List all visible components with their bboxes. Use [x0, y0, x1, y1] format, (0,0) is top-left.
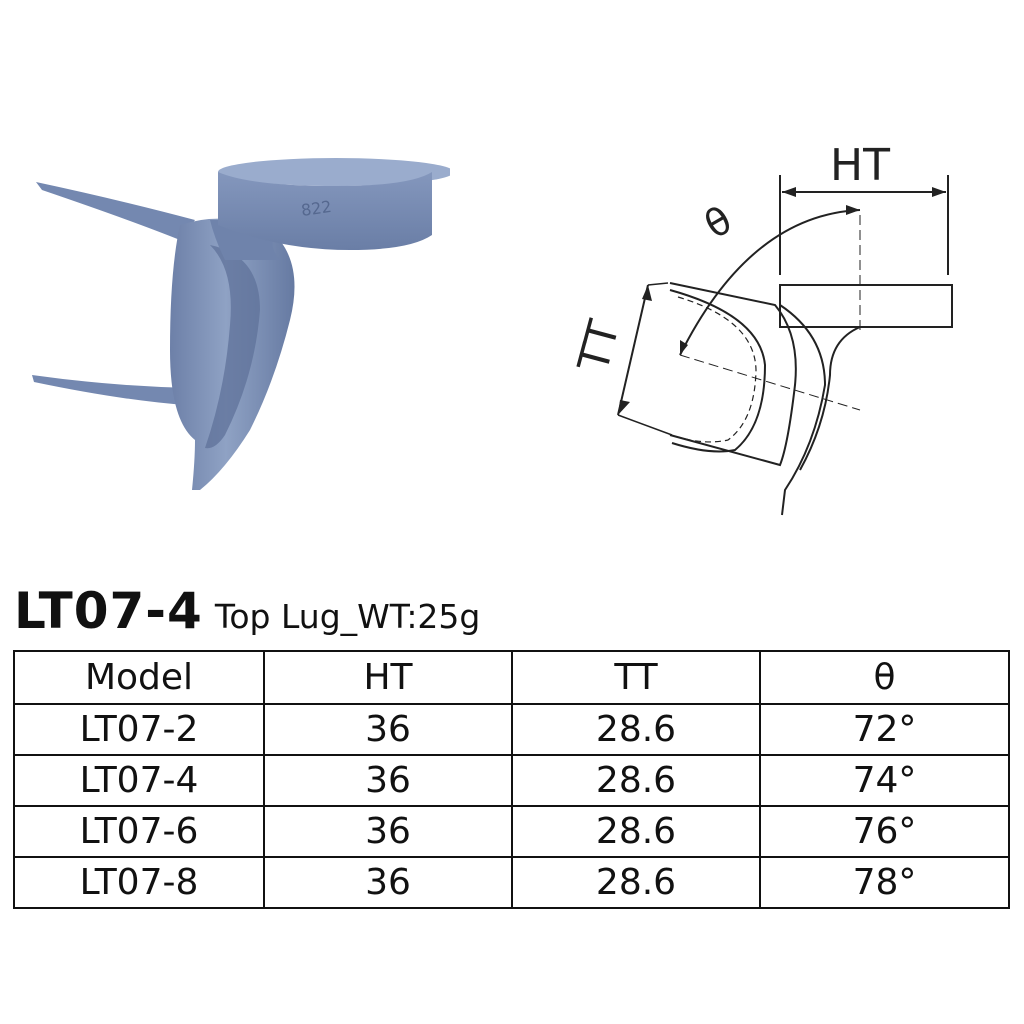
- cell-tt: 28.6: [511, 856, 761, 909]
- cell-ht: 36: [263, 856, 513, 909]
- table-row: LT07-2 36 28.6 72°: [13, 703, 1010, 756]
- table-row: LT07-6 36 28.6 76°: [13, 805, 1010, 858]
- header-theta: θ: [759, 650, 1010, 705]
- table-row: LT07-4 36 28.6 74°: [13, 754, 1010, 807]
- cell-tt: 28.6: [511, 703, 761, 756]
- cell-model: LT07-4: [13, 754, 265, 807]
- cell-theta: 78°: [759, 856, 1010, 909]
- technical-drawing: HT θ TT: [568, 140, 953, 516]
- neck-profile: [779, 285, 827, 516]
- cell-ht: 36: [263, 754, 513, 807]
- ring: [218, 172, 432, 250]
- table-row: LT07-8 36 28.6 78°: [13, 856, 1010, 909]
- ht-label: HT: [830, 140, 890, 191]
- lower-wing: [32, 375, 190, 405]
- model-code: LT07-4: [14, 582, 203, 640]
- tt-label: TT: [568, 315, 629, 378]
- saddle-inner: [669, 289, 767, 453]
- upper-wing: [36, 182, 195, 240]
- cell-theta: 76°: [759, 805, 1010, 858]
- theta-arc: [679, 209, 861, 356]
- table-header-row: Model HT TT θ: [13, 650, 1010, 705]
- cell-ht: 36: [263, 805, 513, 858]
- ring-top: [218, 158, 450, 186]
- tt-dimension-line: [617, 284, 649, 416]
- header-ht: HT: [263, 650, 513, 705]
- cell-theta: 72°: [759, 703, 1010, 756]
- cell-tt: 28.6: [511, 805, 761, 858]
- saddle-inner-2: [677, 296, 757, 443]
- cell-theta: 74°: [759, 754, 1010, 807]
- cell-model: LT07-6: [13, 805, 265, 858]
- model-description: Top Lug_WT:25g: [214, 597, 481, 636]
- cell-model: LT07-8: [13, 856, 265, 909]
- saddle-outer: [669, 282, 797, 467]
- header-tt: TT: [511, 650, 761, 705]
- cell-tt: 28.6: [511, 754, 761, 807]
- model-heading: LT07-4 Top Lug_WT:25g: [14, 582, 480, 642]
- theta-label: θ: [697, 198, 739, 248]
- header-model: Model: [13, 650, 265, 705]
- lug-product-image: 822: [32, 158, 450, 491]
- top-tube: [779, 284, 953, 328]
- cell-model: LT07-2: [13, 703, 265, 756]
- spec-table: Model HT TT θ LT07-2 36 28.6 72° LT07-4 …: [13, 650, 1010, 909]
- engraving-text: 822: [300, 197, 333, 220]
- cell-ht: 36: [263, 703, 513, 756]
